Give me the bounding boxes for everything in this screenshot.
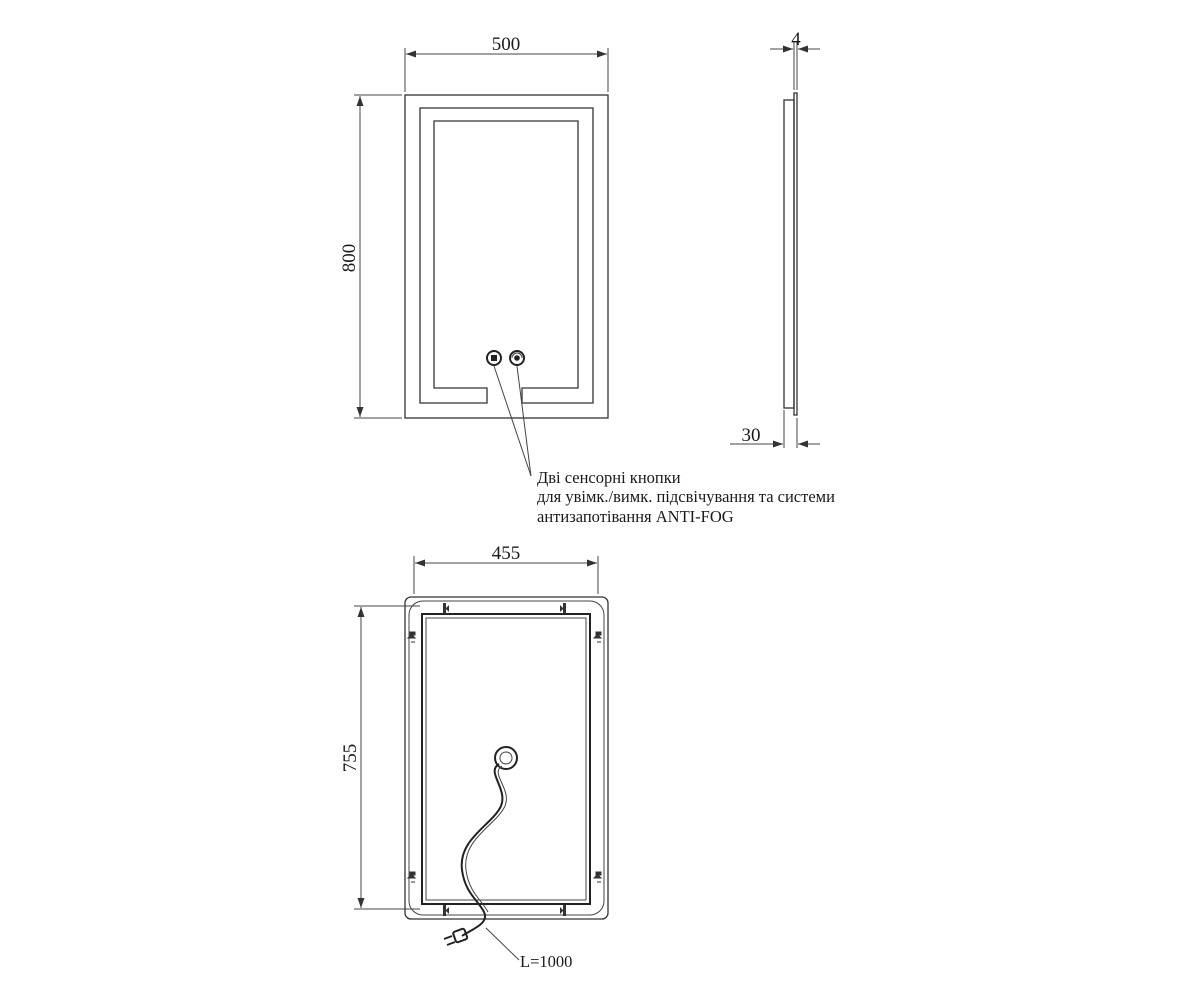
led-strip-outer	[419, 107, 594, 404]
dim-label-500: 500	[492, 34, 521, 55]
cable-socket	[494, 746, 518, 770]
back-outline	[404, 596, 609, 920]
leader-line-2	[516, 365, 532, 477]
cable-length-label: L=1000	[520, 952, 572, 971]
dim-label-800: 800	[339, 244, 360, 273]
side-frame	[783, 99, 795, 409]
button-annotation: Дві сенсорні кнопки для увімк./вимк. під…	[537, 468, 835, 526]
fog-button-icon	[509, 350, 525, 366]
dim-label-4: 4	[791, 29, 801, 50]
power-cable	[460, 763, 504, 937]
back-panel-inner	[425, 617, 587, 901]
dim-label-455: 455	[492, 543, 521, 564]
plug-icon	[443, 927, 469, 946]
back-view: L=1000 455 755	[340, 543, 609, 971]
dim-label-30: 30	[742, 425, 761, 446]
back-outline-inner	[408, 600, 605, 916]
side-view: 4 30	[730, 29, 820, 448]
back-panel	[421, 613, 591, 905]
leader-line-1	[493, 365, 532, 477]
annotation-line-1: Дві сенсорні кнопки	[537, 468, 681, 487]
annotation-line-3: антизапотівання ANTI-FOG	[537, 507, 734, 526]
square-button-icon	[486, 350, 502, 366]
mount-hook-icon	[406, 603, 603, 916]
dim-label-755: 755	[340, 744, 361, 773]
front-view: 500 800	[339, 34, 609, 477]
mirror-outline	[404, 94, 609, 419]
annotation-line-2: для увімк./вимк. підсвічування та систем…	[537, 487, 835, 506]
